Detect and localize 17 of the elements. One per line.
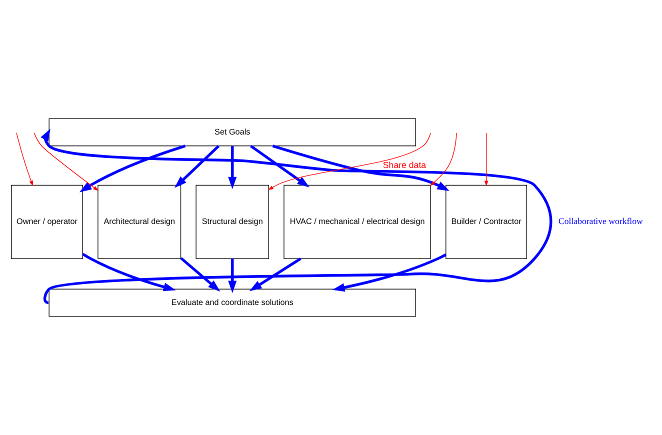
arrow: [332, 253, 446, 292]
edge-label: Collaborative workflow: [558, 216, 643, 226]
arrow: [79, 144, 186, 192]
arrow: [272, 144, 450, 191]
arrow: [430, 132, 457, 186]
arrow: [249, 257, 302, 292]
arrow: [16, 132, 34, 186]
arrow: [34, 132, 99, 191]
arrow: [174, 145, 220, 188]
arrow: [484, 132, 488, 186]
arrow: [228, 258, 237, 294]
edge-label: Share data: [382, 160, 426, 170]
arrow: [268, 132, 431, 190]
arrow: [250, 144, 310, 188]
arrow: [228, 146, 237, 190]
arrow: [82, 252, 176, 292]
arrow: [180, 257, 220, 292]
